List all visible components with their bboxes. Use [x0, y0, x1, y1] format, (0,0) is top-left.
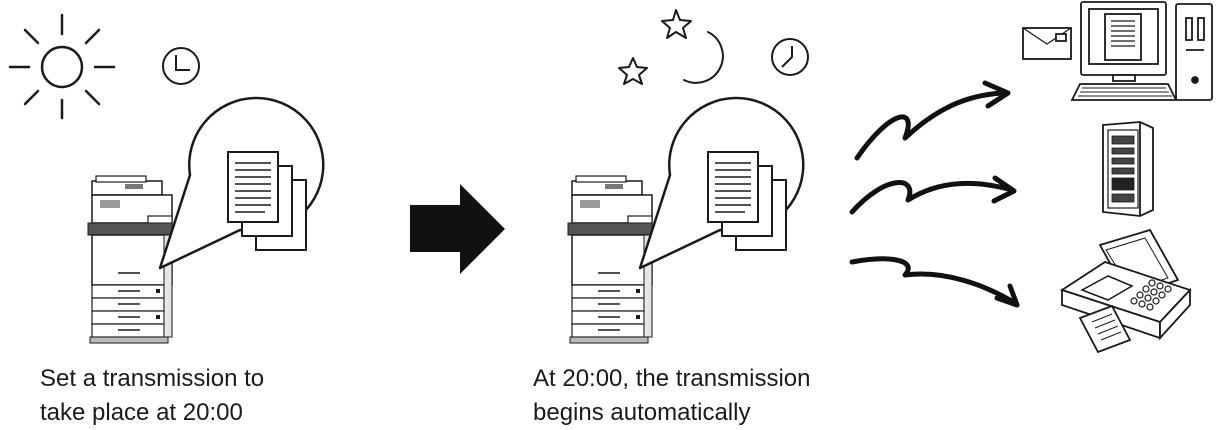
- caption-after: At 20:00, the transmission begins automa…: [533, 362, 810, 430]
- computer-icon: [1022, 1, 1213, 101]
- progress-arrow-icon: [410, 184, 505, 274]
- document-zoom-bubble: [158, 96, 325, 270]
- caption-before-line-2: take place at 20:00: [40, 399, 243, 426]
- caption-after-line-2: begins automatically: [533, 399, 751, 426]
- clock-icon: [771, 38, 809, 76]
- moon-and-stars-icon: [618, 9, 724, 85]
- sun-icon: [8, 13, 116, 120]
- transmission-arrow-to-computer: [854, 90, 1006, 161]
- caption-after-line-1: At 20:00, the transmission: [533, 365, 811, 392]
- fax-machine-icon: [1059, 228, 1192, 354]
- multifunction-printer-icon: [87, 175, 173, 344]
- transmission-arrow-to-server: [849, 180, 1015, 215]
- clock-icon: [162, 47, 200, 85]
- multifunction-printer-icon: [567, 175, 653, 344]
- caption-before-line-1: Set a transmission to: [40, 365, 265, 392]
- transmission-arrows: [849, 80, 1020, 308]
- transmission-arrow-to-fax: [849, 256, 1018, 306]
- server-icon: [1102, 121, 1154, 217]
- caption-before: Set a transmission to take place at 20:0…: [40, 362, 264, 430]
- document-zoom-bubble: [638, 96, 805, 270]
